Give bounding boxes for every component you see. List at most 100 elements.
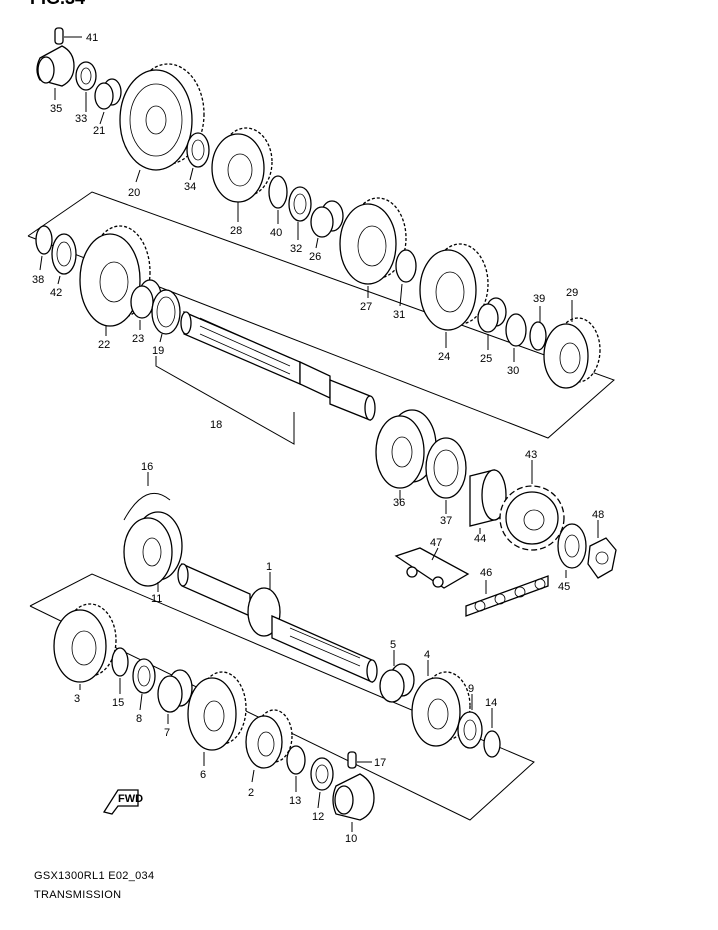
part-45-washer [557, 523, 587, 578]
part-31-washer [395, 249, 417, 307]
part-8-washer [132, 658, 156, 711]
label-17: 17 [374, 757, 386, 769]
label-6: 6 [200, 769, 206, 781]
part-22-gear [79, 225, 151, 336]
figure-label: FIG.34 [30, 0, 85, 8]
part-18-countershaft [155, 311, 376, 445]
part-16-circlip [123, 472, 171, 521]
label-25: 25 [480, 353, 492, 365]
part-12-washer [310, 757, 334, 809]
part-25-needle-bearing [477, 297, 507, 350]
part-29-gear [543, 300, 601, 389]
label-33: 33 [75, 113, 87, 125]
callout-labels: 41 35 33 21 20 34 28 40 32 26 27 31 24 2… [32, 32, 604, 845]
label-3: 3 [74, 693, 80, 705]
label-40: 40 [270, 227, 282, 239]
label-39: 39 [533, 293, 545, 305]
part-28-gear [211, 127, 273, 222]
part-19-oil-seal [151, 289, 181, 343]
part-10-collar [332, 773, 375, 832]
part-17-pin [347, 751, 372, 769]
label-10: 10 [345, 833, 357, 845]
part-21-bushing [94, 78, 122, 125]
part-1-driveshaft [177, 563, 378, 683]
label-16: 16 [141, 461, 153, 473]
label-24: 24 [438, 351, 450, 363]
label-34: 34 [184, 181, 196, 193]
label-7: 7 [164, 727, 170, 739]
part-36-bearing [375, 409, 437, 500]
label-12: 12 [312, 811, 324, 823]
label-23: 23 [132, 333, 144, 345]
label-48: 48 [592, 509, 604, 521]
part-30-washer [505, 313, 527, 362]
label-32: 32 [290, 243, 302, 255]
part-41-pin [54, 27, 82, 45]
part-38-circlip [35, 225, 53, 271]
part-24-gear [419, 243, 489, 348]
label-42: 42 [50, 287, 62, 299]
label-27: 27 [360, 301, 372, 313]
label-13: 13 [289, 795, 301, 807]
label-47: 47 [430, 537, 442, 549]
part-46-drive-chain [465, 575, 549, 617]
part-44-spacer [469, 469, 507, 534]
label-41: 41 [86, 32, 98, 44]
label-4: 4 [424, 649, 430, 661]
label-19: 19 [152, 345, 164, 357]
label-5: 5 [390, 639, 396, 651]
part-3-gear [53, 603, 117, 690]
label-2: 2 [248, 787, 254, 799]
part-34-washer [186, 132, 210, 181]
label-8: 8 [136, 713, 142, 725]
label-29: 29 [566, 287, 578, 299]
upper-group-frame [27, 191, 615, 439]
part-40-circlip [268, 175, 288, 224]
part-11-bearing [123, 511, 183, 592]
label-46: 46 [480, 567, 492, 579]
label-1: 1 [266, 561, 272, 573]
part-47-chain-joint [394, 547, 470, 589]
part-32-washer [288, 186, 312, 240]
label-11: 11 [151, 593, 162, 605]
part-2-gear [245, 709, 293, 783]
label-43: 43 [525, 449, 537, 461]
label-30: 30 [507, 365, 519, 377]
part-7-needle-bearing [157, 669, 193, 724]
label-37: 37 [440, 515, 452, 527]
part-35-collar [36, 45, 75, 100]
lower-group-frame [29, 573, 535, 821]
part-20-large-gear [119, 63, 205, 183]
label-9: 9 [468, 683, 474, 695]
part-13-circlip [286, 745, 306, 792]
part-39-circlip [529, 306, 547, 351]
label-18: 18 [210, 419, 222, 431]
part-27-gear [339, 197, 407, 298]
label-20: 20 [128, 187, 140, 199]
part-6-gear [187, 671, 247, 766]
label-21: 21 [93, 125, 105, 137]
label-31: 31 [393, 309, 405, 321]
part-15-circlip [111, 647, 129, 694]
label-22: 22 [98, 339, 110, 351]
part-14-circlip [483, 708, 501, 758]
part-37-spacer [425, 437, 467, 514]
part-33-washer [75, 61, 97, 112]
part-9-washer [457, 694, 483, 749]
label-35: 35 [50, 103, 62, 115]
part-5-bushing [379, 650, 415, 703]
part-48-nut [587, 520, 617, 579]
label-14: 14 [485, 697, 497, 709]
label-15: 15 [112, 697, 124, 709]
label-44: 44 [474, 533, 486, 545]
part-26-needle-bearing [310, 200, 344, 249]
label-26: 26 [309, 251, 321, 263]
diagram-title: TRANSMISSION [34, 889, 122, 901]
fwd-arrow-icon: FWD [102, 789, 143, 815]
fwd-label: FWD [118, 793, 143, 805]
label-45: 45 [558, 581, 570, 593]
label-28: 28 [230, 225, 242, 237]
model-code: GSX1300RL1 E02_034 [34, 870, 155, 882]
label-38: 38 [32, 274, 44, 286]
